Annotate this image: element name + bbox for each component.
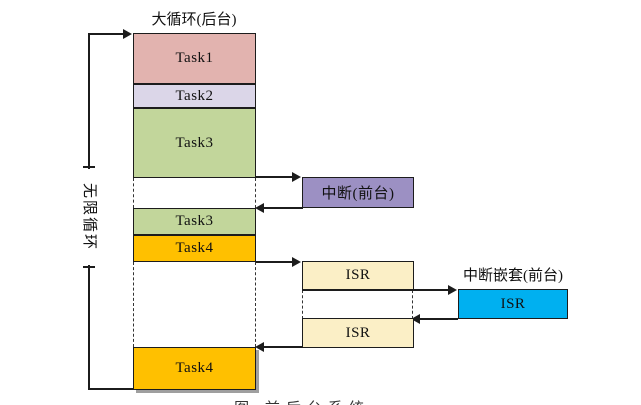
loop-top-line xyxy=(88,33,124,35)
caption-cutoff: 图 前后台系统 xyxy=(207,397,397,405)
title-nested-interrupt: 中断嵌套(前台) xyxy=(463,268,563,284)
isr-gap-dashed-right xyxy=(412,290,413,319)
stack-suspended-gap-1 xyxy=(133,178,256,208)
task3-resume-block: Task3 xyxy=(133,208,256,235)
task4-block: Task4 xyxy=(133,235,256,262)
task2-block: Task2 xyxy=(133,84,256,108)
to-isr1-line xyxy=(256,261,294,263)
loop-label-top-tick xyxy=(83,166,95,168)
isr2-label: ISR xyxy=(345,324,371,341)
isr2-block: ISR xyxy=(302,318,414,348)
task3-label: Task3 xyxy=(175,134,214,151)
task3-block: Task3 xyxy=(133,108,256,178)
isr1-label: ISR xyxy=(345,267,371,283)
isr1-block: ISR xyxy=(302,261,414,290)
task1-label: Task1 xyxy=(175,50,214,66)
from-nested-isr-arrowhead xyxy=(411,314,420,324)
stack-suspended-gap-2 xyxy=(133,262,256,347)
to-interrupt-arrowhead xyxy=(292,172,301,182)
from-interrupt-arrowhead xyxy=(255,203,264,213)
loop-entry-arrowhead xyxy=(123,29,132,39)
to-isr1-arrowhead xyxy=(292,257,301,267)
interrupt-block: 中断(前台) xyxy=(302,177,414,208)
task1-block: Task1 xyxy=(133,33,256,84)
infinite-loop-label: 无限循环 xyxy=(79,169,99,265)
from-interrupt-line xyxy=(263,207,303,209)
task2-label: Task2 xyxy=(175,87,214,104)
title-big-loop-background: 大循环(后台) xyxy=(151,12,237,28)
task4-label: Task4 xyxy=(175,240,214,256)
interrupt-label: 中断(前台) xyxy=(321,186,395,202)
task3-resume-label: Task3 xyxy=(175,213,214,229)
loop-label-bottom-tick xyxy=(83,266,95,268)
task4-resume-block: Task4 xyxy=(133,347,256,390)
to-nested-isr-arrowhead xyxy=(448,285,457,295)
from-isr2-arrowhead xyxy=(255,342,264,352)
to-interrupt-line xyxy=(256,176,294,178)
to-nested-isr-line xyxy=(302,289,450,291)
nested-isr-label: ISR xyxy=(500,295,526,312)
loop-bottom-line xyxy=(88,388,134,390)
from-isr2-line xyxy=(263,346,303,348)
infinite-loop-label-wrap: 无限循环 xyxy=(79,169,99,265)
from-nested-isr-line xyxy=(419,318,458,320)
task4-resume-label: Task4 xyxy=(175,360,214,376)
isr-gap-dashed-left xyxy=(302,290,303,319)
nested-isr-block: ISR xyxy=(458,289,568,319)
